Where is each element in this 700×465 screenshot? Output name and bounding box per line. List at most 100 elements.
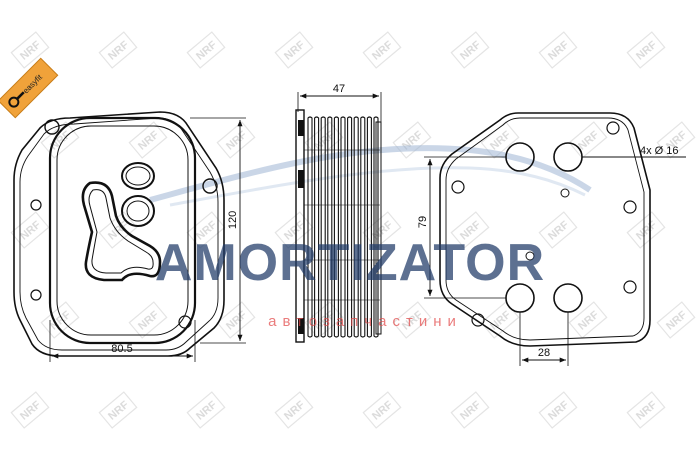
cooler-fin: [373, 116, 379, 338]
nrf-tile-label: NRF: [282, 39, 307, 63]
nrf-tile-label: NRF: [18, 219, 43, 243]
nrf-tile: NRF: [362, 31, 402, 69]
nrf-tile: NRF: [40, 121, 80, 159]
side-depth-label: 47: [333, 83, 345, 95]
easyfit-badge: easyfit: [0, 57, 59, 119]
nrf-tile-label: NRF: [282, 399, 307, 423]
fin-end-cap: [375, 121, 382, 335]
hole-callout-label: 4x Ø 16: [640, 145, 679, 157]
watermark-main-text: AMORTIZATOR: [155, 234, 545, 292]
nrf-tile-label: NRF: [224, 129, 249, 153]
seal-port: [121, 195, 155, 227]
cooler-fin: [360, 116, 366, 338]
pin-hole: [560, 188, 570, 198]
front-height-label: 120: [227, 211, 239, 229]
nrf-tile-label: NRF: [136, 309, 161, 333]
nrf-watermark-tiles: NRF NRF NRF NRF NRF NRF NRF NRF NRF NRF NRF NRF NRF N…: [10, 31, 696, 429]
wrench-icon: [8, 91, 25, 108]
nrf-tile: NRF: [10, 391, 50, 429]
seal-port: [121, 162, 155, 190]
mount-hole: [30, 289, 42, 301]
nrf-tile-label: NRF: [488, 129, 513, 153]
nrf-tile-label: NRF: [634, 39, 659, 63]
cooler-fin: [366, 116, 372, 338]
car-swoosh-watermark: [149, 145, 592, 207]
watermark-sub-text: автозапчастини: [268, 313, 462, 330]
side-view: 47: [295, 83, 382, 343]
nrf-tile: NRF: [392, 121, 432, 159]
nrf-tile-label: NRF: [106, 39, 131, 63]
port-hole: [553, 142, 583, 172]
cooler-fin-stack: [304, 116, 382, 338]
port-hole: [553, 283, 583, 313]
nrf-tile: NRF: [216, 121, 256, 159]
side-base-plate: [295, 109, 305, 343]
nrf-tile-label: NRF: [136, 129, 161, 153]
front-housing: [48, 116, 197, 345]
cooler-fin: [327, 116, 333, 338]
nrf-tile-label: NRF: [106, 399, 131, 423]
nrf-tile: NRF: [98, 31, 138, 69]
nrf-tile: NRF: [626, 391, 666, 429]
cooler-fin: [353, 116, 359, 338]
nrf-tile-label: NRF: [634, 219, 659, 243]
nrf-tile: NRF: [626, 31, 666, 69]
gasket-profile: [81, 181, 162, 282]
nrf-tile: NRF: [128, 121, 168, 159]
nrf-tile-label: NRF: [546, 39, 571, 63]
nrf-tile: NRF: [568, 121, 608, 159]
nrf-tile: NRF: [568, 301, 608, 339]
nrf-tile-label: NRF: [18, 399, 43, 423]
nrf-tile: NRF: [128, 301, 168, 339]
cooler-fin: [314, 116, 320, 338]
nrf-tile-label: NRF: [370, 39, 395, 63]
pin-hole: [525, 251, 535, 261]
nrf-tile-label: NRF: [458, 399, 483, 423]
nrf-tile: NRF: [98, 391, 138, 429]
mount-hole: [202, 178, 218, 194]
back-vertical-spacing-label: 79: [417, 216, 429, 228]
nrf-tile-label: NRF: [546, 219, 571, 243]
nrf-tile-label: NRF: [224, 309, 249, 333]
nrf-tile: NRF: [274, 391, 314, 429]
mount-hole: [623, 200, 637, 214]
cooler-fin: [333, 116, 339, 338]
nrf-tile: NRF: [10, 211, 50, 249]
mount-hole: [30, 199, 42, 211]
mount-hole: [471, 313, 485, 327]
nrf-tile: NRF: [626, 211, 666, 249]
nrf-tile-label: NRF: [576, 309, 601, 333]
nrf-tile-label: NRF: [194, 399, 219, 423]
nrf-tile: NRF: [450, 391, 490, 429]
nrf-tile-label: NRF: [370, 399, 395, 423]
cooler-fin: [307, 116, 313, 338]
cooler-fin: [320, 116, 326, 338]
mount-hole: [178, 315, 192, 329]
mount-hole: [44, 119, 60, 135]
nrf-tile: NRF: [186, 31, 226, 69]
cooler-fin: [347, 116, 353, 338]
nrf-tile-label: NRF: [634, 399, 659, 423]
nrf-tile: NRF: [538, 31, 578, 69]
mount-hole: [606, 121, 620, 135]
nrf-tile: NRF: [450, 31, 490, 69]
mount-hole: [451, 180, 465, 194]
back-horizontal-spacing-label: 28: [538, 347, 550, 359]
nrf-tile: NRF: [274, 31, 314, 69]
nrf-tile-label: NRF: [194, 39, 219, 63]
nrf-tile-label: NRF: [458, 39, 483, 63]
nrf-tile: NRF: [186, 391, 226, 429]
mount-hole: [623, 280, 637, 294]
nrf-tile: NRF: [656, 301, 696, 339]
back-plate-outline: [439, 112, 651, 347]
nrf-tile: NRF: [538, 391, 578, 429]
nrf-tile-label: NRF: [546, 399, 571, 423]
front-width-label: 80.5: [111, 343, 132, 355]
nrf-tile: NRF: [40, 301, 80, 339]
nrf-tile-label: NRF: [664, 309, 689, 333]
back-view: 4x Ø 16 79 28: [417, 112, 686, 366]
cooler-fin: [340, 116, 346, 338]
front-view: 80.5 120: [13, 111, 246, 362]
